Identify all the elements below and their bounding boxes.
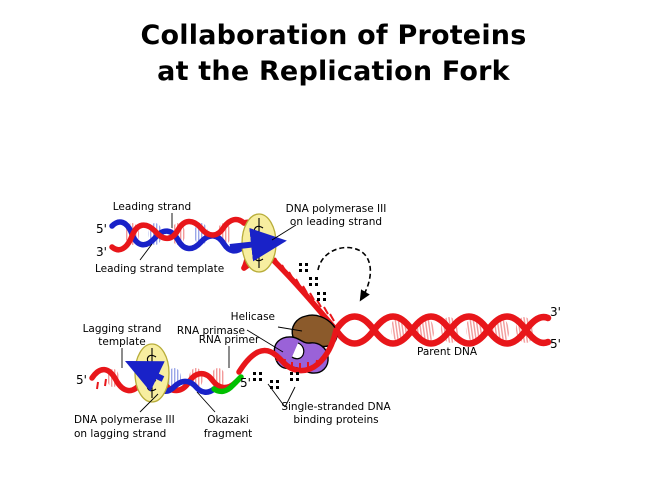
label-dna-pol-iii-lagging-line2: on lagging strand — [74, 428, 166, 440]
label-parent-dna: Parent DNA — [417, 346, 478, 358]
leader-lines — [121, 213, 303, 413]
title-line-2: at the Replication Fork — [157, 56, 510, 87]
diagram-labels: Leading strand Leading strand template D… — [74, 201, 391, 440]
label-leading-strand: Leading strand — [113, 201, 191, 213]
label-ssb-line1: Single-stranded DNA — [281, 401, 391, 413]
label-okazaki-line2: fragment — [204, 428, 253, 440]
prime-leading-bottom-left: 3' — [96, 245, 107, 259]
label-helicase: Helicase — [231, 311, 275, 323]
title-line-1: Collaboration of Proteins — [140, 20, 527, 51]
leading-strand-duplex: 5' 3' — [96, 216, 258, 271]
synthesis-arrow-icon — [229, 227, 287, 262]
label-okazaki-line1: Okazaki — [207, 414, 249, 426]
ssb-dot-cluster-lower — [253, 372, 299, 389]
label-leading-strand-template: Leading strand template — [95, 263, 224, 275]
dna-polymerase-iii-lagging[interactable] — [125, 343, 170, 403]
label-dna-pol-iii-leading-line1: DNA polymerase III — [286, 203, 387, 215]
prime-lagging-right: 5' — [240, 376, 251, 390]
label-rna-primer: RNA primer — [199, 334, 260, 346]
synthesis-arrow-icon — [125, 361, 165, 392]
prime-parent-top-right: 3' — [550, 305, 561, 319]
label-rna-primase: RNA primase — [177, 325, 245, 337]
page-title: Collaboration of Proteins at the Replica… — [0, 18, 667, 90]
parent-dna-helix: 3' 5' Parent DNA — [332, 305, 561, 358]
prime-lagging-left: 5' — [76, 373, 87, 387]
lagging-template-single-strand — [236, 327, 339, 375]
ssb-dot-cluster-upper — [299, 263, 326, 301]
label-lagging-strand-template-line1: Lagging strand — [83, 323, 162, 335]
prime-parent-bottom-right: 5' — [550, 337, 561, 351]
label-dna-pol-iii-leading-line2: on leading strand — [290, 216, 382, 228]
dna-polymerase-iii-leading[interactable] — [229, 213, 287, 273]
label-lagging-strand-template-line2: template — [98, 336, 145, 348]
prime-leading-top-left: 5' — [96, 222, 107, 236]
label-dna-pol-iii-lagging-line1: DNA polymerase III — [74, 414, 175, 426]
curved-motion-arrow-icon — [317, 246, 372, 302]
label-ssb-line2: binding proteins — [293, 414, 378, 426]
